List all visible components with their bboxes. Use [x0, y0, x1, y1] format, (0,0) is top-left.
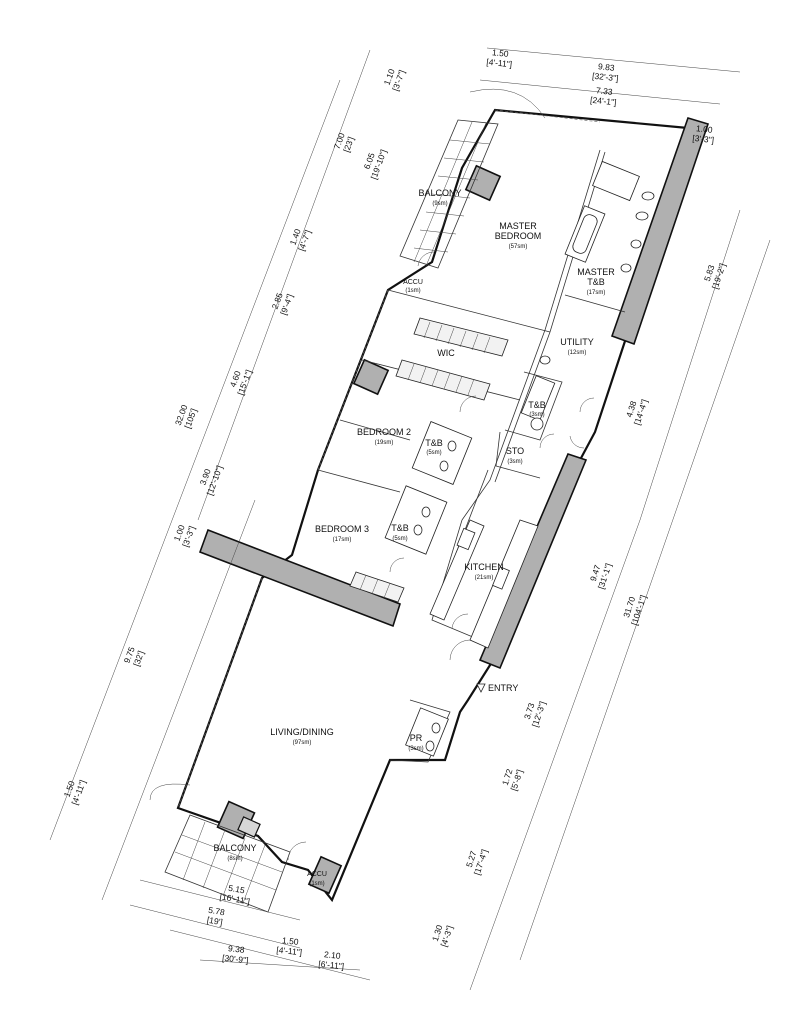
- dim-bottom-0-imperial: [16'-11"]: [219, 891, 251, 906]
- balcony-bottom-area: (8sm): [227, 856, 242, 862]
- dim-bottom-4-metric: 2.10: [324, 949, 342, 961]
- tb-utility-area: (3sm): [529, 412, 544, 418]
- dim-bottom-3-imperial: [4'-11"]: [276, 945, 303, 958]
- balcony-top-area: (9sm): [432, 201, 447, 207]
- dim-top-1-metric: 9.83: [598, 61, 616, 73]
- tb-bed2-area: (5sm): [426, 450, 441, 456]
- dim-bottom-3-metric: 1.50: [282, 935, 300, 947]
- sto-label: STO: [506, 446, 524, 456]
- triangle-down-icon: [476, 683, 486, 693]
- balcony-top-label: BALCONY: [418, 188, 461, 198]
- dim-top-0-imperial: [4'-11"]: [486, 57, 513, 70]
- accu-top-area: (1sm): [405, 288, 420, 294]
- accu-bottom-area: (1sm): [309, 881, 324, 887]
- utility-area: (12sm): [568, 350, 587, 356]
- dimensions-right: 5.83 [19'-2"] 4.38 [14'-4"] 9.47 [31'-1"…: [430, 262, 728, 948]
- balcony-bottom-label: BALCONY: [213, 843, 256, 853]
- structural-wall-master: [610, 117, 710, 346]
- tb-bed3-label: T&B: [391, 523, 409, 533]
- dim-right-1-metric: 4.38: [624, 399, 639, 418]
- windows: [177, 109, 601, 809]
- dim-bottom-2-metric: 9.38: [228, 943, 246, 955]
- structural-wall-kitchen: [478, 453, 588, 670]
- dimension-lines: [49, 47, 771, 991]
- dim-right-2-metric: 9.47: [588, 563, 603, 582]
- dim-top-3-imperial: [3'-3"]: [692, 133, 715, 145]
- kitchen-label: KITCHEN: [464, 562, 504, 572]
- dim-right-6-metric: 5.27: [464, 849, 479, 868]
- dim-bottom-1-metric: 5.78: [208, 905, 226, 918]
- dim-top-2-metric: 7.33: [596, 85, 614, 97]
- dim-bottom-2-imperial: [30'-9"]: [222, 953, 249, 966]
- living-dining-label: LIVING/DINING: [270, 727, 334, 737]
- accu-bottom-label: ACCU: [307, 871, 327, 878]
- master-tb-label-2: T&B: [587, 277, 605, 287]
- balcony-top-area: [399, 88, 546, 269]
- utility-label: UTILITY: [560, 337, 594, 347]
- sto-area: (3sm): [507, 459, 522, 465]
- dimensions-top: 1.50 [4'-11"] 9.83 [32'-3"] 7.33 [24'-1"…: [486, 47, 715, 145]
- dim-right-4-metric: 3.73: [522, 701, 537, 720]
- entry-marker: ENTRY: [476, 683, 518, 693]
- column: [307, 855, 343, 895]
- column: [464, 164, 502, 202]
- dim-right-0-metric: 5.83: [702, 263, 717, 282]
- kitchen-area: (21sm): [475, 575, 494, 581]
- accu-top-label: ACCU: [403, 279, 423, 286]
- entry-label: ENTRY: [488, 683, 518, 693]
- tb-bed2-label: T&B: [425, 438, 443, 448]
- room-labels: BALCONY (9sm) MASTER BEDROOM (57sm) MAST…: [213, 188, 615, 887]
- bedroom-3-label: BEDROOM 3: [315, 524, 369, 534]
- wic-label: WIC: [437, 348, 455, 358]
- pr-area: (3sm): [408, 746, 423, 752]
- dim-right-5-metric: 1.72: [500, 767, 515, 786]
- column: [352, 358, 390, 396]
- master-bath-fixtures: [564, 160, 655, 273]
- dim-bottom-1-imperial: [19']: [206, 915, 223, 928]
- dim-top-3-metric: 1.00: [696, 123, 714, 135]
- dim-top-1-imperial: [32'-3"]: [592, 71, 619, 84]
- dim-right-7-metric: 1.30: [430, 923, 445, 942]
- dim-bottom-0-metric: 5.15: [228, 883, 246, 896]
- living-dining-area: (97sm): [293, 740, 312, 746]
- kitchen-counter: [429, 519, 539, 649]
- column: [237, 816, 261, 838]
- master-tb-area: (17sm): [587, 290, 606, 296]
- dim-top-0-metric: 1.50: [492, 47, 510, 59]
- master-bedroom-label-2: BEDROOM: [495, 231, 542, 241]
- outer-wall: [176, 108, 690, 903]
- bath-fixtures: [384, 355, 556, 757]
- tb-utility-label: T&B: [528, 400, 546, 410]
- pr-label: PR: [410, 733, 423, 743]
- wardrobes: [349, 317, 509, 603]
- bedroom-2-label: BEDROOM 2: [357, 427, 411, 437]
- tb-bed3-area: (5sm): [392, 536, 407, 542]
- master-bedroom-label-1: MASTER: [499, 221, 537, 231]
- bedroom-2-area: (19sm): [375, 440, 394, 446]
- dimensions-bottom: 5.15 [16'-11"] 5.78 [19'] 9.38 [30'-9"] …: [206, 883, 345, 972]
- door-swings: [287, 251, 595, 861]
- master-tb-label-1: MASTER: [577, 267, 615, 277]
- plan-geometry: [149, 88, 710, 913]
- structural-wall-diagonal: [198, 528, 401, 628]
- master-bedroom-area: (57sm): [509, 244, 528, 250]
- bedroom-3-area: (17sm): [333, 537, 352, 543]
- dim-bottom-4-imperial: [6'-11"]: [318, 959, 345, 972]
- dim-top-2-imperial: [24'-1"]: [590, 95, 617, 108]
- dimensions-left: 7.00 [23'] 6.05 [19'-10"] 1.10 [3'-7"] 1…: [62, 67, 407, 806]
